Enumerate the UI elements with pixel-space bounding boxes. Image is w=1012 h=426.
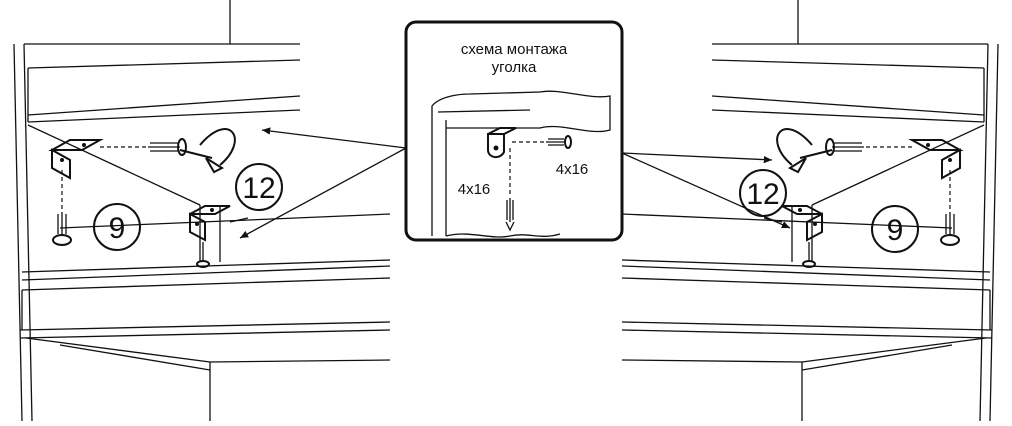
inset-title-line2: уголка [492, 59, 537, 76]
right-step-9-circle [871, 205, 919, 253]
left-step-9-circle [93, 203, 141, 251]
right-leader-arrow-upper [621, 152, 773, 164]
right-leader-arrow-lower [621, 152, 791, 229]
inset-screw-size-vertical: 4x16 [458, 181, 491, 198]
inset-mounting-scheme: схема монтажа уголка 4x16 4x16 [404, 20, 624, 242]
left-step-12-circle [235, 163, 283, 211]
left-step-9-label: 9 [109, 212, 126, 245]
left-screw-horizontal [148, 138, 187, 156]
inset-screw-size-horizontal: 4x16 [556, 161, 589, 178]
left-leader-arrow-upper [261, 127, 407, 149]
left-leader-arrow-lower [239, 147, 407, 239]
left-bracket-lower [189, 205, 249, 268]
right-screwdriver [776, 128, 833, 174]
right-cabinet [621, 0, 999, 422]
right-step-12-label: 12 [746, 178, 779, 211]
right-step-9-label: 9 [887, 214, 904, 247]
right-screw-vertical [940, 212, 960, 246]
right-bracket-upper [864, 139, 964, 210]
left-bracket-upper [48, 139, 148, 210]
left-screwdriver [179, 128, 236, 174]
right-bracket-lower [763, 205, 823, 268]
left-step-12-label: 12 [242, 172, 275, 205]
right-screw-horizontal [825, 138, 864, 156]
left-screw-vertical [52, 212, 72, 246]
inset-title-line1: схема монтажа [461, 41, 568, 58]
left-cabinet [13, 0, 391, 422]
